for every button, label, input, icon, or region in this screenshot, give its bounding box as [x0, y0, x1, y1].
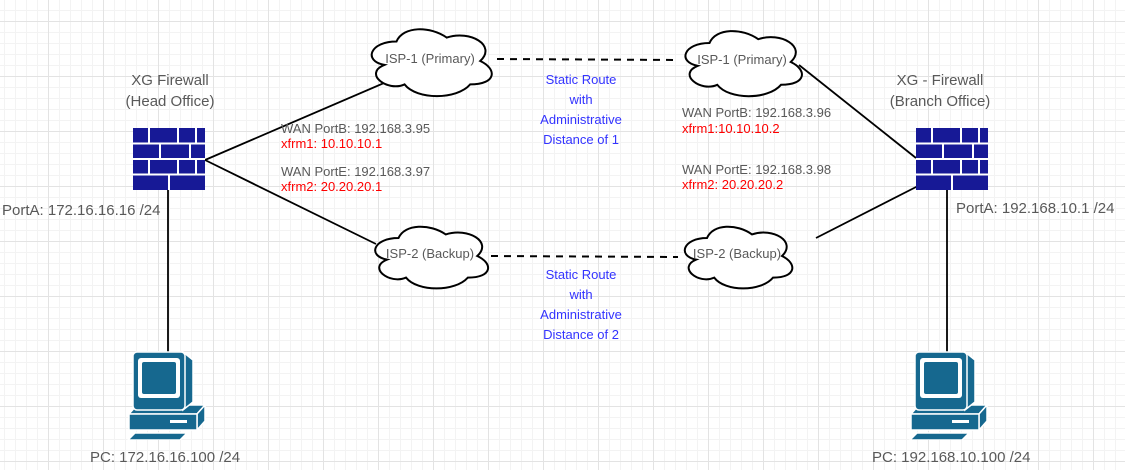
link-hq-firewall-isp2: [204, 159, 377, 245]
branch-office-pc-label: PC: 192.168.10.100 /24: [872, 449, 1031, 466]
isp1-cloud-label: ISP-1 (Primary): [385, 50, 475, 66]
route-note-line: Administrative: [540, 112, 622, 127]
isp1-cloud-head-office: ISP-1 (Primary): [363, 22, 497, 100]
hq-xfrm1-label: xfrm1: 10.10.10.1: [281, 136, 383, 151]
head-office-porta-label: PortA: 172.16.16.16 /24: [2, 202, 161, 219]
branch-xfrm1-label: xfrm1:10.10.10.2: [682, 121, 780, 136]
hq-wan-portb-label: WAN PortB: 192.168.3.95: [281, 121, 431, 136]
branch-office-firewall-title: XG - Firewall (Branch Office): [866, 70, 1014, 112]
pc-icon-head-office: [126, 350, 207, 440]
route-note-line: Administrative: [540, 307, 622, 322]
route-note-line: with: [569, 92, 593, 107]
route-note-line: Distance of 1: [543, 132, 619, 147]
cloud-icon: [677, 24, 807, 100]
firewall-icon-head-office: [133, 128, 205, 190]
isp1-cloud-branch-office: ISP-1 (Primary): [677, 24, 807, 100]
backup-static-route-note: Static Route with Administrative Distanc…: [506, 265, 656, 345]
link-hq-firewall-isp1: [204, 79, 392, 161]
link-isp2-tunnel-dashed: [490, 255, 679, 258]
link-branch-firewall-isp2: [815, 185, 919, 239]
hq-xfrm2-label: xfrm2: 20.20.20.1: [281, 179, 383, 194]
isp2-cloud-head-office: ISP-2 (Backup): [367, 220, 493, 292]
primary-static-route-note: Static Route with Administrative Distanc…: [506, 70, 656, 150]
branch-wan-porte-label: WAN PortE: 192.168.3.98: [682, 162, 832, 177]
head-office-firewall-title: XG Firewall (Head Office): [95, 70, 245, 112]
cloud-icon: [367, 220, 493, 292]
route-note-line: Static Route: [545, 267, 617, 282]
branch-xfrm2-label: xfrm2: 20.20.20.2: [682, 177, 784, 192]
link-branch-isp1-firewall: [798, 64, 917, 159]
pc-icon-branch-office: [908, 350, 989, 440]
title-line2: (Branch Office): [889, 93, 991, 110]
title-line1: XG Firewall: [131, 72, 209, 89]
hq-wan-porte-label: WAN PortE: 192.168.3.97: [281, 164, 431, 179]
title-line1: XG - Firewall: [896, 72, 984, 89]
title-line2: (Head Office): [125, 93, 215, 110]
firewall-icon-branch-office: [916, 128, 988, 190]
cloud-icon: [677, 220, 797, 292]
route-note-line: Static Route: [545, 72, 617, 87]
route-note-line: with: [569, 287, 593, 302]
head-office-pc-label: PC: 172.16.16.100 /24: [90, 449, 241, 466]
isp2-cloud-label: ISP-2 (Backup): [692, 245, 782, 261]
isp1-cloud-label: ISP-1 (Primary): [697, 51, 787, 67]
isp2-cloud-branch-office: ISP-2 (Backup): [677, 220, 797, 292]
isp2-cloud-label: ISP-2 (Backup): [385, 245, 475, 261]
route-note-line: Distance of 2: [543, 327, 619, 342]
branch-office-porta-label: PortA: 192.168.10.1 /24: [956, 200, 1115, 217]
branch-wan-portb-label: WAN PortB: 192.168.3.96: [682, 105, 832, 120]
cloud-icon: [363, 22, 497, 100]
link-isp1-tunnel-dashed: [496, 58, 679, 61]
